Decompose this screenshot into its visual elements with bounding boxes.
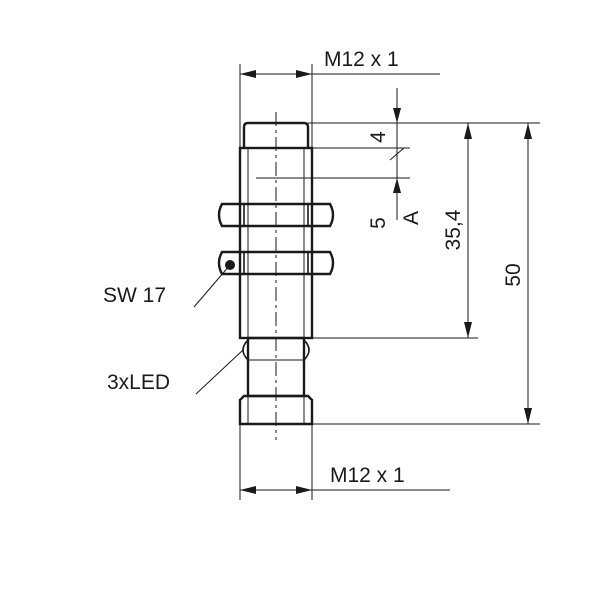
dim-4-label: 4 [367,131,390,143]
dim-50-label: 50 [502,263,525,286]
wrench-size-label: SW 17 [103,284,166,307]
dim-a-label: A [400,211,423,225]
dim-50: 50 [312,123,540,425]
led-label: 3xLED [107,371,170,394]
led-window-right [303,339,310,361]
sensor-body [217,112,335,440]
wrench-size-callout: SW 17 [103,264,231,308]
upper-hex-nut [217,202,335,228]
top-thread-label: M12 x 1 [324,48,399,71]
bottom-thread-dimension: M12 x 1 [239,424,450,500]
dim-35-4: 35,4 [308,123,478,339]
led-callout: 3xLED [107,349,244,395]
bottom-thread-label: M12 x 1 [330,464,405,487]
dim-35-4-label: 35,4 [442,209,465,250]
top-thread-dimension: M12 x 1 [239,48,440,148]
face-dimensions: 4 5 A [256,88,540,229]
dim-5-label: 5 [367,217,390,229]
